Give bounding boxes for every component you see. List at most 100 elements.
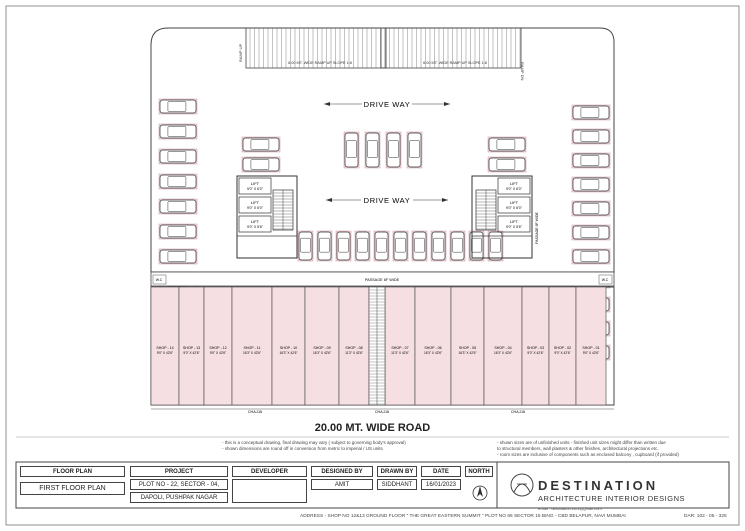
lift-left-3-size: 9'0" X 5'6" (247, 225, 264, 229)
developer-header: DEVELOPER (232, 466, 307, 477)
brand-block: DESTINATION ARCHITECTURE INTERIOR DESIGN… (538, 478, 685, 511)
car-icon (158, 248, 198, 265)
shop-size: 16'3" X 42'6" (458, 351, 476, 355)
shops: SHOP - 149'0" X 42'6"SHOP - 139'0" X 42'… (150, 286, 607, 406)
chajja-1: CHAJJA (248, 410, 263, 414)
car-icon (406, 131, 423, 169)
car-icon (335, 230, 352, 262)
car-icon (373, 230, 390, 262)
car-icon (571, 200, 611, 217)
car-icon (364, 131, 381, 169)
shop-unit: SHOP - 149'0" X 42'6" (150, 286, 180, 406)
shop-size: 9'0" X 42'6" (157, 351, 173, 355)
car-icon (571, 224, 611, 241)
ramp-right-label: 6.00 MT. WIDE RAMP UP SLOPE 1:8 (423, 61, 487, 65)
driveway-label-1: DRIVE WAY (364, 100, 411, 109)
floor-plan-value: FIRST FLOOR PLAN (20, 482, 125, 495)
note-line: - this is a conceptual drawing, final dr… (222, 440, 406, 445)
lift-left-2-size: 9'0" X 6'0" (247, 206, 264, 210)
designed-by-value: AMIT (311, 479, 373, 490)
notes-right: - shown sizes are of unfinished units - … (497, 440, 679, 458)
shop-unit: SHOP - 039'0" X 42'6" (521, 286, 550, 406)
ramp-strip (245, 27, 387, 69)
north-arrow-icon (472, 485, 488, 501)
car-icon (241, 136, 281, 153)
shop-name: SHOP - 01 (582, 346, 599, 350)
lift-right-3-size: 9'0" X 5'6" (506, 225, 523, 229)
car-icon (449, 230, 466, 262)
car-icon (487, 230, 504, 262)
floor-plan-header: FLOOR PLAN (20, 466, 125, 477)
project-header: PROJECT (130, 466, 228, 477)
shop-size: 16'3" X 42'6" (313, 351, 331, 355)
lift-left-1-name: LIFT (251, 181, 260, 186)
developer-value (232, 479, 307, 503)
shop-name: SHOP - 10 (280, 346, 297, 350)
drawing-number: DAR: 102 - 05 - 325 (684, 514, 727, 519)
lift-right-2-size: 9'0" X 6'0" (506, 206, 523, 210)
car-icon (297, 230, 314, 262)
shop-name: SHOP - 14 (156, 346, 173, 350)
car-icon (571, 152, 611, 169)
lift-right-2-name: LIFT (510, 200, 519, 205)
note-line: - room sizes are inclusive of components… (497, 452, 679, 457)
road-label: 20.00 MT. WIDE ROAD (314, 422, 431, 434)
shop-name: SHOP - 02 (554, 346, 571, 350)
car-icon (487, 136, 527, 153)
car-icon (385, 131, 402, 169)
chajja-2: CHAJJA (375, 410, 390, 414)
central-staircase (368, 286, 386, 406)
shop-unit: SHOP - 139'0" X 42'6" (178, 286, 205, 406)
passage-vertical-label: PASSAGE 6F WIDE (535, 212, 539, 244)
sheet-border (5, 5, 740, 526)
note-line: - shown dimensions are round off in conv… (222, 446, 383, 451)
car-icon (571, 128, 611, 145)
wc-right: W.C (602, 278, 609, 282)
car-icon (158, 123, 198, 140)
shop-size: 9'0" X 42'6" (527, 351, 543, 355)
shop-name: SHOP - 12 (209, 346, 226, 350)
destination-logo-icon (510, 473, 534, 497)
lift-left-1-size: 9'0" X 6'0" (247, 187, 264, 191)
lift-left-2-name: LIFT (251, 200, 260, 205)
passage-strip (150, 271, 615, 287)
brand-subtitle: ARCHITECTURE INTERIOR DESIGNS (538, 494, 686, 503)
shop-size: 16'3" X 42'6" (494, 351, 512, 355)
car-icon (158, 98, 198, 115)
shop-size: 9'0" X 42'6" (583, 351, 599, 355)
shop-name: SHOP - 09 (313, 346, 330, 350)
shop-name: SHOP - 04 (494, 346, 511, 350)
shop-size: 16'3" X 42'6" (424, 351, 442, 355)
address-line: ADDRESS - SHOP NO 12&13 GROUND FLOOR " T… (300, 514, 626, 519)
shop-size: 9'0" X 42'6" (183, 351, 199, 355)
project-value-2: DAPOLI, PUSHPAK NAGAR (130, 492, 228, 503)
lift-core-left (236, 175, 298, 259)
lift-right-1-size: 9'0" X 6'0" (506, 187, 523, 191)
shop-unit: SHOP - 129'0" X 42'6" (203, 286, 233, 406)
car-icon (158, 173, 198, 190)
shop-name: SHOP - 03 (527, 346, 544, 350)
shop-size: 11'3" X 42'6" (391, 351, 409, 355)
note-line: to structural members, wall plasters & o… (497, 446, 659, 451)
car-icon (354, 230, 371, 262)
north-header: NORTH (465, 466, 493, 477)
car-icon (316, 230, 333, 262)
brand-email: Email : destination.in01@gmail.com (538, 506, 602, 511)
brand-name: DESTINATION (538, 478, 659, 493)
date-header: DATE (421, 466, 461, 477)
shop-name: SHOP - 07 (391, 346, 408, 350)
lift-right-1-name: LIFT (510, 181, 519, 186)
car-icon (158, 198, 198, 215)
car-icon (571, 176, 611, 193)
car-icon (571, 104, 611, 121)
shop-name: SHOP - 08 (345, 346, 362, 350)
shop-size: 16'3" X 42'6" (243, 351, 261, 355)
chajja-3: CHAJJA (511, 410, 526, 414)
